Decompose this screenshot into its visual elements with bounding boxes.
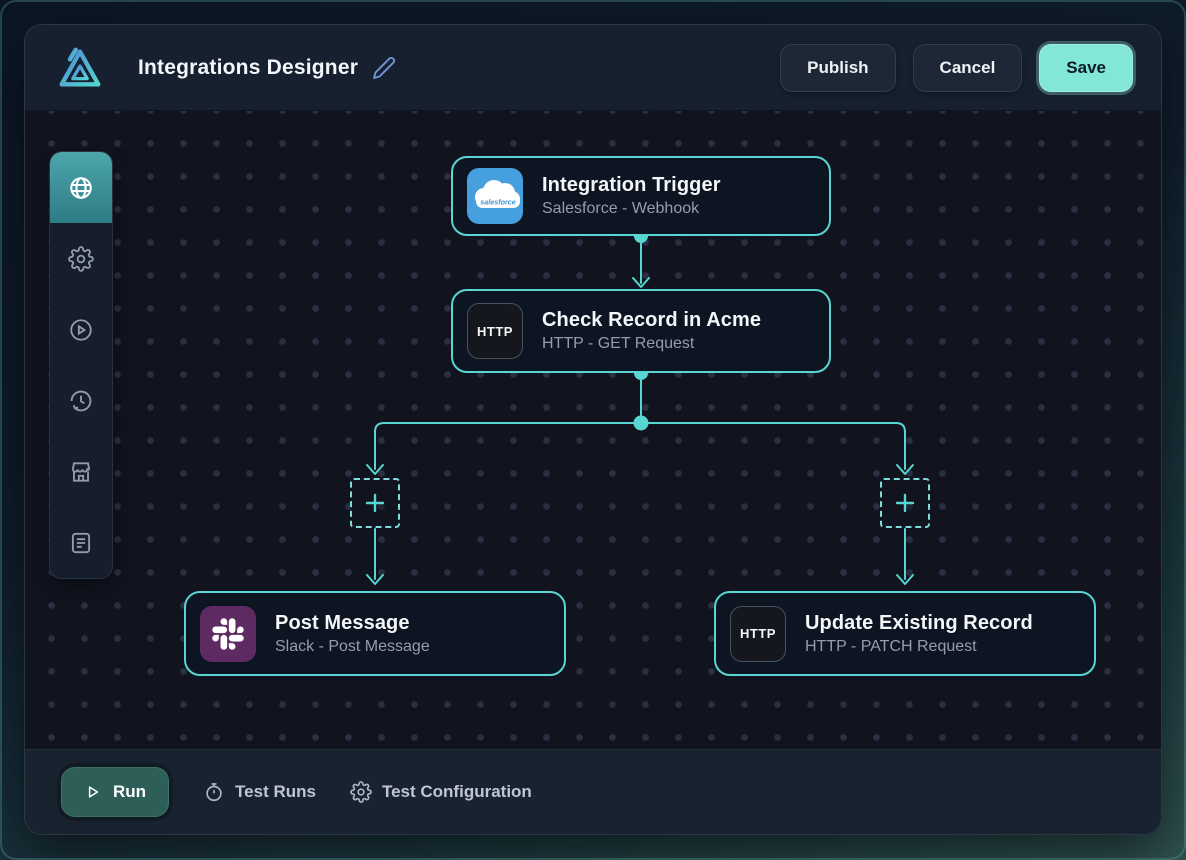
gear-icon: [350, 781, 372, 803]
http-icon-label: HTTP: [477, 323, 513, 339]
node-text: Post Message Slack - Post Message: [275, 612, 430, 656]
save-button[interactable]: Save: [1039, 43, 1133, 92]
node-subtitle: HTTP - PATCH Request: [805, 637, 977, 655]
rail-item-marketplace[interactable]: [50, 436, 112, 507]
node-subtitle: Salesforce - Webhook: [542, 200, 700, 217]
node-text: Check Record in Acme HTTP - GET Request: [542, 309, 761, 353]
rail-item-runs[interactable]: [50, 294, 112, 365]
stopwatch-icon: [206, 783, 222, 802]
node-subtitle: Slack - Post Message: [275, 637, 430, 655]
rail-item-history[interactable]: [50, 365, 112, 436]
test-runs-button[interactable]: Test Runs: [203, 781, 316, 803]
test-configuration-label: Test Configuration: [381, 782, 532, 801]
play-circle-icon: [70, 318, 92, 341]
http-icon: HTTP: [467, 303, 523, 359]
svg-text:salesforce: salesforce: [480, 198, 516, 207]
settings-gear-icon: [68, 245, 94, 272]
http-icon: HTTP: [730, 605, 786, 662]
node-title: Post Message: [275, 611, 410, 634]
node-title: Update Existing Record: [805, 611, 1033, 634]
app-logo-triangle-icon: [59, 47, 101, 87]
workflow-canvas[interactable]: salesforce Integration Trigger Salesforc…: [25, 111, 1161, 749]
edit-title-pencil-icon[interactable]: [372, 56, 396, 80]
run-button[interactable]: Run: [61, 767, 170, 817]
node-title: Check Record in Acme: [542, 309, 762, 331]
salesforce-icon: salesforce: [467, 168, 523, 224]
node-integration-trigger[interactable]: salesforce Integration Trigger Salesforc…: [451, 156, 831, 236]
history-clock-icon: [70, 390, 92, 411]
cancel-button[interactable]: Cancel: [912, 43, 1023, 92]
node-update-record[interactable]: HTTP Update Existing Record HTTP - PATCH…: [714, 591, 1096, 676]
add-step-button-right[interactable]: [880, 478, 930, 528]
footer-bar: Run Test Runs Test Configuration: [25, 749, 1161, 834]
node-check-record[interactable]: HTTP Check Record in Acme HTTP - GET Req…: [451, 289, 831, 373]
test-configuration-button[interactable]: Test Configuration: [350, 781, 532, 803]
header-bar: Integrations Designer Publish Cancel Sav…: [25, 25, 1161, 111]
plus-icon: [895, 493, 915, 513]
node-title: Integration Trigger: [542, 174, 721, 196]
page-title: Integrations Designer: [138, 55, 359, 79]
globe-icon: [70, 176, 92, 199]
play-icon: [88, 786, 99, 798]
branch-junction-dot: [633, 415, 649, 431]
add-step-button-left[interactable]: [350, 478, 400, 528]
marketplace-storefront-icon: [71, 461, 91, 482]
run-button-label: Run: [113, 782, 147, 801]
node-text: Integration Trigger Salesforce - Webhook: [542, 174, 721, 218]
plus-icon: [365, 493, 385, 513]
rail-item-settings[interactable]: [50, 223, 112, 294]
publish-button[interactable]: Publish: [780, 43, 896, 92]
node-subtitle: HTTP - GET Request: [542, 335, 695, 352]
rail-item-notes[interactable]: [50, 507, 112, 578]
node-text: Update Existing Record HTTP - PATCH Requ…: [805, 612, 1033, 656]
node-post-message[interactable]: Post Message Slack - Post Message: [184, 591, 566, 676]
slack-icon: [200, 605, 256, 662]
rail-item-connections[interactable]: [50, 152, 112, 223]
http-icon-label: HTTP: [740, 626, 776, 641]
canvas-tool-rail: [49, 151, 113, 579]
test-runs-label: Test Runs: [235, 782, 316, 801]
notes-document-icon: [71, 532, 91, 553]
integrations-designer-window: Integrations Designer Publish Cancel Sav…: [24, 24, 1162, 835]
